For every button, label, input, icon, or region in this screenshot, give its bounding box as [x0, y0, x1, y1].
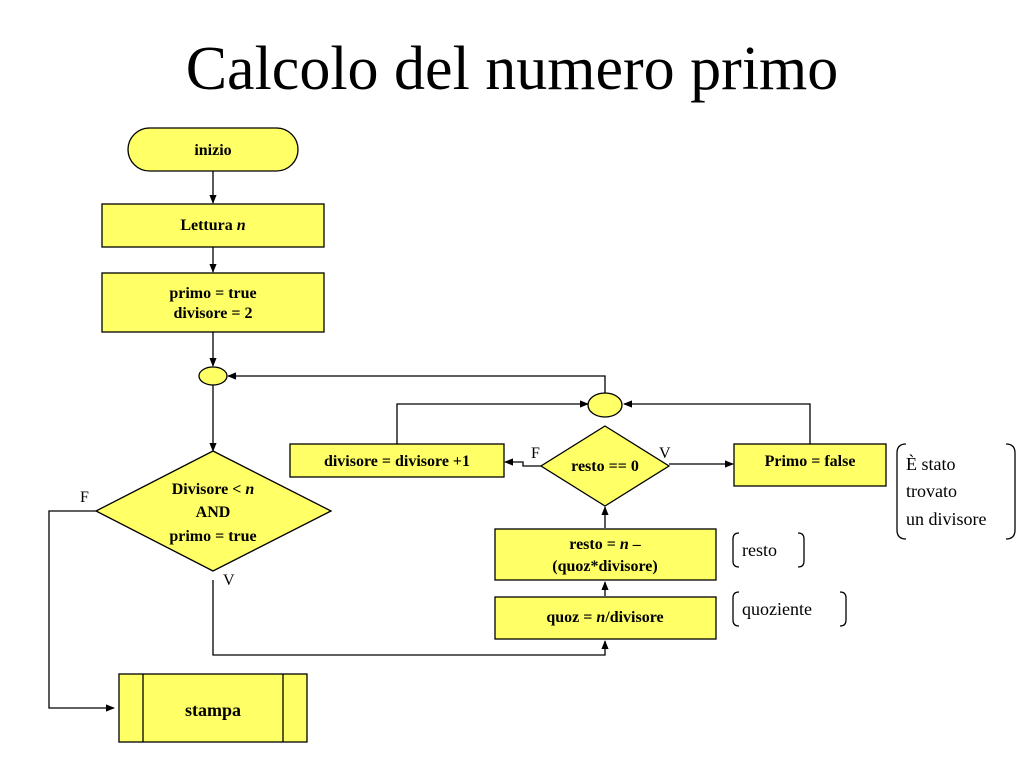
- note-resto: resto: [732, 532, 805, 568]
- init-line2: divisore = 2: [173, 305, 252, 322]
- edge-condition-true: [212, 580, 609, 656]
- note-divisor-found: È stato trovato un divisore: [896, 443, 1016, 540]
- node-output: stampa: [118, 673, 308, 743]
- edge-check-false: [504, 458, 541, 467]
- note-divisor-line3: un divisore: [906, 509, 987, 529]
- note-quoziente-bracket-right: [839, 591, 847, 627]
- output-label: stampa: [185, 700, 241, 720]
- condition-line2: AND: [196, 504, 231, 521]
- quotient-box: [494, 596, 717, 640]
- node-rest: resto = n – (quoz*divisore): [494, 528, 717, 581]
- node-read: Lettura n: [101, 203, 325, 248]
- note-resto-bracket-right: [797, 532, 805, 568]
- note-resto-bracket-left: [732, 532, 740, 568]
- increment-box: [289, 443, 505, 478]
- node-start: inizio: [127, 127, 299, 172]
- condition-true-label: V: [223, 572, 235, 589]
- check-label: resto == 0: [571, 458, 639, 475]
- set-false-box: [733, 443, 887, 487]
- note-quoziente: quoziente: [732, 591, 847, 627]
- check-true-label: V: [659, 445, 671, 462]
- condition-line3: primo = true: [169, 528, 256, 545]
- node-init: primo = true divisore = 2: [101, 272, 325, 333]
- condition-line1: Divisore < n: [172, 481, 255, 498]
- node-check: resto == 0: [539, 425, 671, 507]
- junction-loop: [587, 392, 623, 418]
- edge-false-junction: [623, 400, 811, 444]
- edge-loop-back: [227, 372, 606, 405]
- page-title: Calcolo del numero primo: [185, 35, 839, 103]
- read-label: Lettura n: [180, 217, 245, 234]
- set-false-label: Primo = false: [765, 453, 856, 470]
- connectors: [48, 171, 811, 712]
- read-box: [101, 203, 325, 248]
- rest-box: [494, 528, 717, 581]
- junction-main: [198, 366, 228, 386]
- note-quoziente-label: quoziente: [742, 599, 812, 619]
- init-box: [101, 272, 325, 333]
- rest-line2: (quoz*divisore): [552, 558, 657, 575]
- note-divisor-bracket-right: [1005, 443, 1016, 540]
- note-divisor-line2: trovato: [906, 481, 957, 501]
- edge-incr-junction: [396, 400, 589, 444]
- node-condition: Divisore < n AND primo = true: [94, 450, 333, 572]
- check-false-label: F: [531, 445, 540, 462]
- node-quotient: quoz = n/divisore: [494, 596, 717, 640]
- start-label: inizio: [194, 142, 231, 159]
- note-quoziente-bracket-left: [732, 591, 740, 627]
- rest-line1: resto = n –: [569, 536, 642, 553]
- check-diamond: [539, 425, 671, 507]
- condition-diamond: [94, 450, 333, 572]
- increment-label: divisore = divisore +1: [324, 453, 470, 470]
- start-terminal: [127, 127, 299, 172]
- note-divisor-line1: È stato: [906, 453, 956, 474]
- quotient-label: quoz = n/divisore: [546, 609, 663, 626]
- node-set-false: Primo = false: [733, 443, 887, 487]
- output-box: [118, 673, 308, 743]
- note-resto-label: resto: [742, 540, 777, 560]
- node-increment: divisore = divisore +1: [289, 443, 505, 478]
- note-divisor-bracket-left: [896, 443, 907, 540]
- edge-condition-false: [48, 510, 115, 712]
- init-line1: primo = true: [169, 285, 256, 302]
- condition-false-label: F: [80, 489, 89, 506]
